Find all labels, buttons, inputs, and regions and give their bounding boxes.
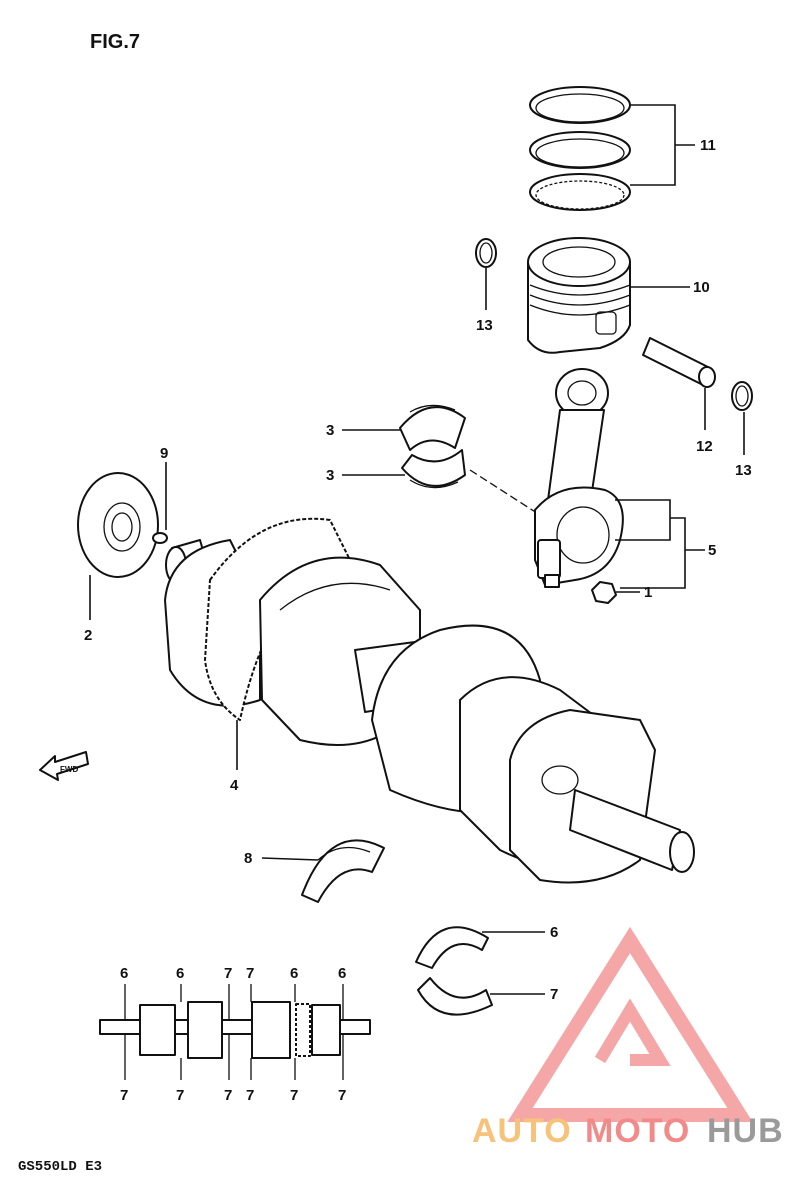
svg-text:7: 7 bbox=[246, 1087, 254, 1104]
overview-bottom-labels: 7 7 7 7 7 7 bbox=[120, 1087, 346, 1104]
svg-text:7: 7 bbox=[176, 1087, 184, 1104]
overview-top-labels: 6 6 7 7 6 6 bbox=[120, 965, 346, 982]
main-bearing-upper bbox=[415, 926, 489, 969]
svg-text:HUB: HUB bbox=[707, 1112, 784, 1150]
callout-1: 5 bbox=[708, 542, 716, 559]
circlip-left bbox=[475, 238, 497, 268]
crankshaft bbox=[164, 517, 695, 884]
figure-title: FIG.7 bbox=[90, 31, 140, 53]
callout-3-upper: 3 bbox=[326, 422, 334, 439]
callout-5: 9 bbox=[160, 445, 168, 462]
callout-2: 1 bbox=[644, 584, 652, 601]
fwd-arrow: FWD bbox=[39, 751, 89, 781]
svg-text:7: 7 bbox=[224, 965, 232, 982]
svg-text:6: 6 bbox=[338, 965, 346, 982]
watermark-logo bbox=[507, 926, 753, 1122]
callout-6: 6 bbox=[550, 924, 558, 941]
callout-13-right: 13 bbox=[735, 462, 752, 479]
dowel-pin bbox=[152, 532, 168, 544]
callout-3-lower: 3 bbox=[326, 467, 334, 484]
svg-text:7: 7 bbox=[246, 965, 254, 982]
main-bearing-thrust bbox=[301, 839, 385, 903]
piston bbox=[527, 237, 631, 354]
svg-text:MOTO: MOTO bbox=[585, 1112, 690, 1150]
circlip-right bbox=[731, 381, 753, 411]
piston-rings bbox=[529, 86, 631, 211]
oil-seal bbox=[77, 472, 159, 578]
model-code: GS550LD E3 bbox=[18, 1159, 102, 1175]
callout-11: 11 bbox=[700, 137, 716, 154]
svg-text:7: 7 bbox=[338, 1087, 346, 1104]
callout-12: 12 bbox=[696, 438, 713, 455]
conrod-bearing-upper bbox=[399, 404, 466, 451]
callout-10: 10 bbox=[693, 279, 710, 296]
piston-pin bbox=[642, 337, 716, 388]
fwd-label: FWD bbox=[60, 765, 78, 774]
svg-text:7: 7 bbox=[120, 1087, 128, 1104]
watermark-text: AUTO MOTO HUB bbox=[472, 1112, 784, 1150]
callout-7: 7 bbox=[550, 986, 558, 1003]
svg-text:7: 7 bbox=[224, 1087, 232, 1104]
callout-9: 2 bbox=[84, 627, 92, 644]
conrod-nut bbox=[591, 581, 617, 604]
conrod-bearing-lower bbox=[401, 449, 466, 489]
connecting-rod bbox=[534, 368, 624, 588]
main-bearing-lower bbox=[417, 977, 493, 1016]
svg-text:6: 6 bbox=[290, 965, 298, 982]
svg-text:6: 6 bbox=[120, 965, 128, 982]
callout-8: 8 bbox=[244, 850, 252, 867]
overview-top-leaders bbox=[124, 984, 344, 1020]
crankshaft-overview bbox=[99, 1001, 371, 1059]
overview-bottom-leaders bbox=[124, 1034, 344, 1080]
callout-13-top: 13 bbox=[476, 317, 493, 334]
svg-text:6: 6 bbox=[176, 965, 184, 982]
callout-4: 4 bbox=[230, 777, 239, 794]
svg-text:7: 7 bbox=[290, 1087, 298, 1104]
svg-text:AUTO: AUTO bbox=[472, 1112, 572, 1150]
